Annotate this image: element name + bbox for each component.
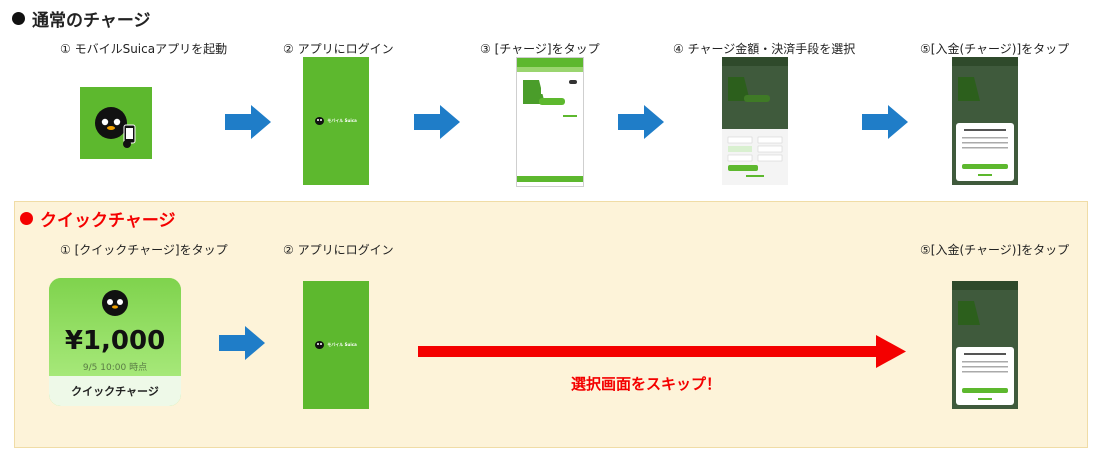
arrow-right-icon xyxy=(225,105,271,139)
step-label: ⑤[入金(チャージ)]をタップ xyxy=(920,243,1070,257)
section-title-text: クイックチャージ xyxy=(40,211,176,231)
login-screen-thumbnail: モバイル Suica xyxy=(303,281,369,409)
screen-mockup xyxy=(952,281,1018,405)
step-label: ④ チャージ金額・決済手段を選択 xyxy=(673,42,856,56)
suica-app-icon[interactable] xyxy=(80,87,152,159)
step-label: ① [クイックチャージ]をタップ xyxy=(60,243,228,257)
app-logo: モバイル Suica xyxy=(315,117,357,125)
section-title-quick: クイックチャージ xyxy=(20,206,176,231)
step-label: ② アプリにログイン xyxy=(283,42,394,56)
penguin-icon xyxy=(102,290,128,316)
login-screen-thumbnail: モバイル Suica xyxy=(303,57,369,185)
step-label: ① モバイルSuicaアプリを起動 xyxy=(60,42,228,56)
widget-amount: ¥1,000 xyxy=(64,326,166,356)
app-logo-text: モバイル Suica xyxy=(327,117,357,123)
bullet-dot xyxy=(12,12,25,25)
confirm-screen-thumbnail xyxy=(952,281,1018,409)
arrow-right-icon xyxy=(862,105,908,139)
step-label: ③ [チャージ]をタップ xyxy=(480,42,600,56)
penguin-icon xyxy=(315,117,325,125)
app-logo: モバイル Suica xyxy=(315,341,357,349)
widget-datetime: 9/5 10:00 時点 xyxy=(82,363,148,373)
screen-mockup xyxy=(517,58,583,182)
charge-screen-thumbnail xyxy=(516,57,584,187)
skip-arrow-line xyxy=(418,346,880,357)
penguin-icon xyxy=(315,341,325,349)
app-logo-text: モバイル Suica xyxy=(327,341,357,347)
penguin-icon xyxy=(95,107,136,148)
skip-arrow-head-icon xyxy=(876,335,906,368)
quick-charge-button[interactable]: クイックチャージ xyxy=(49,376,181,406)
arrow-right-icon xyxy=(219,326,265,360)
step-label: ⑤[入金(チャージ)]をタップ xyxy=(920,42,1070,56)
confirm-screen-thumbnail xyxy=(952,57,1018,185)
step-label: ② アプリにログイン xyxy=(283,243,394,257)
section-title-normal: 通常のチャージ xyxy=(12,6,151,31)
arrow-right-icon xyxy=(618,105,664,139)
amount-select-thumbnail xyxy=(722,57,788,185)
screen-mockup xyxy=(722,57,788,185)
screen-mockup xyxy=(952,57,1018,181)
section-title-text: 通常のチャージ xyxy=(32,11,151,31)
quick-charge-widget[interactable]: ¥1,000 9/5 10:00 時点 クイックチャージ xyxy=(49,278,181,406)
arrow-right-icon xyxy=(414,105,460,139)
skip-text: 選択画面をスキップ！ xyxy=(571,375,722,393)
bullet-dot xyxy=(20,212,33,225)
quick-charge-panel xyxy=(14,201,1088,448)
widget-balance-area: ¥1,000 9/5 10:00 時点 xyxy=(49,278,181,376)
